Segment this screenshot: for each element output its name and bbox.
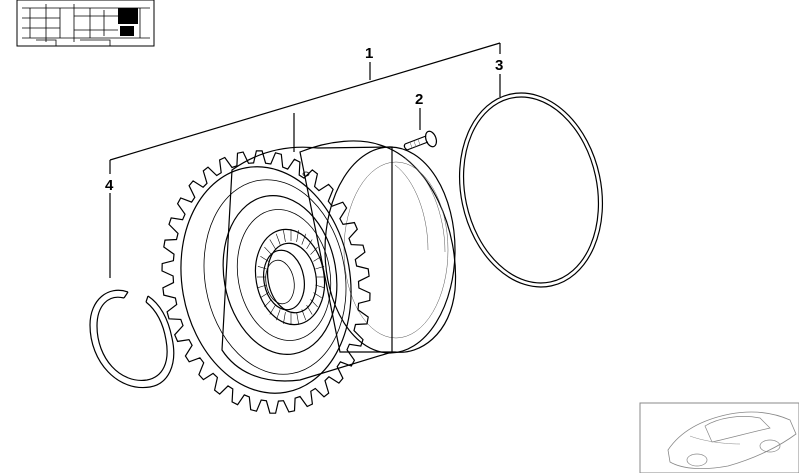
bearing-roller: [264, 299, 272, 308]
bearing-roller: [296, 312, 299, 324]
bearing-roller: [296, 230, 299, 242]
callout-4[interactable]: 4: [105, 177, 114, 194]
gear-carrier-part-1[interactable]: [161, 140, 457, 414]
bearing-roller: [283, 230, 286, 242]
bearing-roller: [269, 304, 276, 315]
callout-3[interactable]: 3: [495, 57, 503, 74]
bearing-roller: [269, 239, 276, 250]
bearing-roller: [306, 239, 313, 250]
bearing-roller: [313, 255, 322, 262]
bearing-roller: [301, 233, 307, 245]
gear-teeth: [161, 150, 371, 414]
bearing-roller: [275, 233, 281, 245]
o-ring-part-3[interactable]: [442, 80, 620, 301]
bearing-roller: [310, 246, 318, 255]
snap-ring-part-4[interactable]: [89, 289, 175, 389]
bearing-roller: [257, 266, 267, 270]
screw-part-2[interactable]: [403, 130, 438, 151]
transmission-section-icon[interactable]: [16, 0, 155, 47]
leader-lines: [109, 42, 501, 278]
bearing-roller: [275, 309, 281, 321]
bearing-roller: [264, 246, 272, 255]
bearing-roller: [283, 312, 286, 324]
bearing-roller: [315, 266, 325, 270]
callout-1[interactable]: 1: [365, 45, 373, 62]
callout-2[interactable]: 2: [415, 91, 423, 108]
bearing-roller: [306, 304, 313, 315]
car-silhouette-icon[interactable]: [639, 402, 799, 473]
bearing-roller: [310, 299, 318, 308]
